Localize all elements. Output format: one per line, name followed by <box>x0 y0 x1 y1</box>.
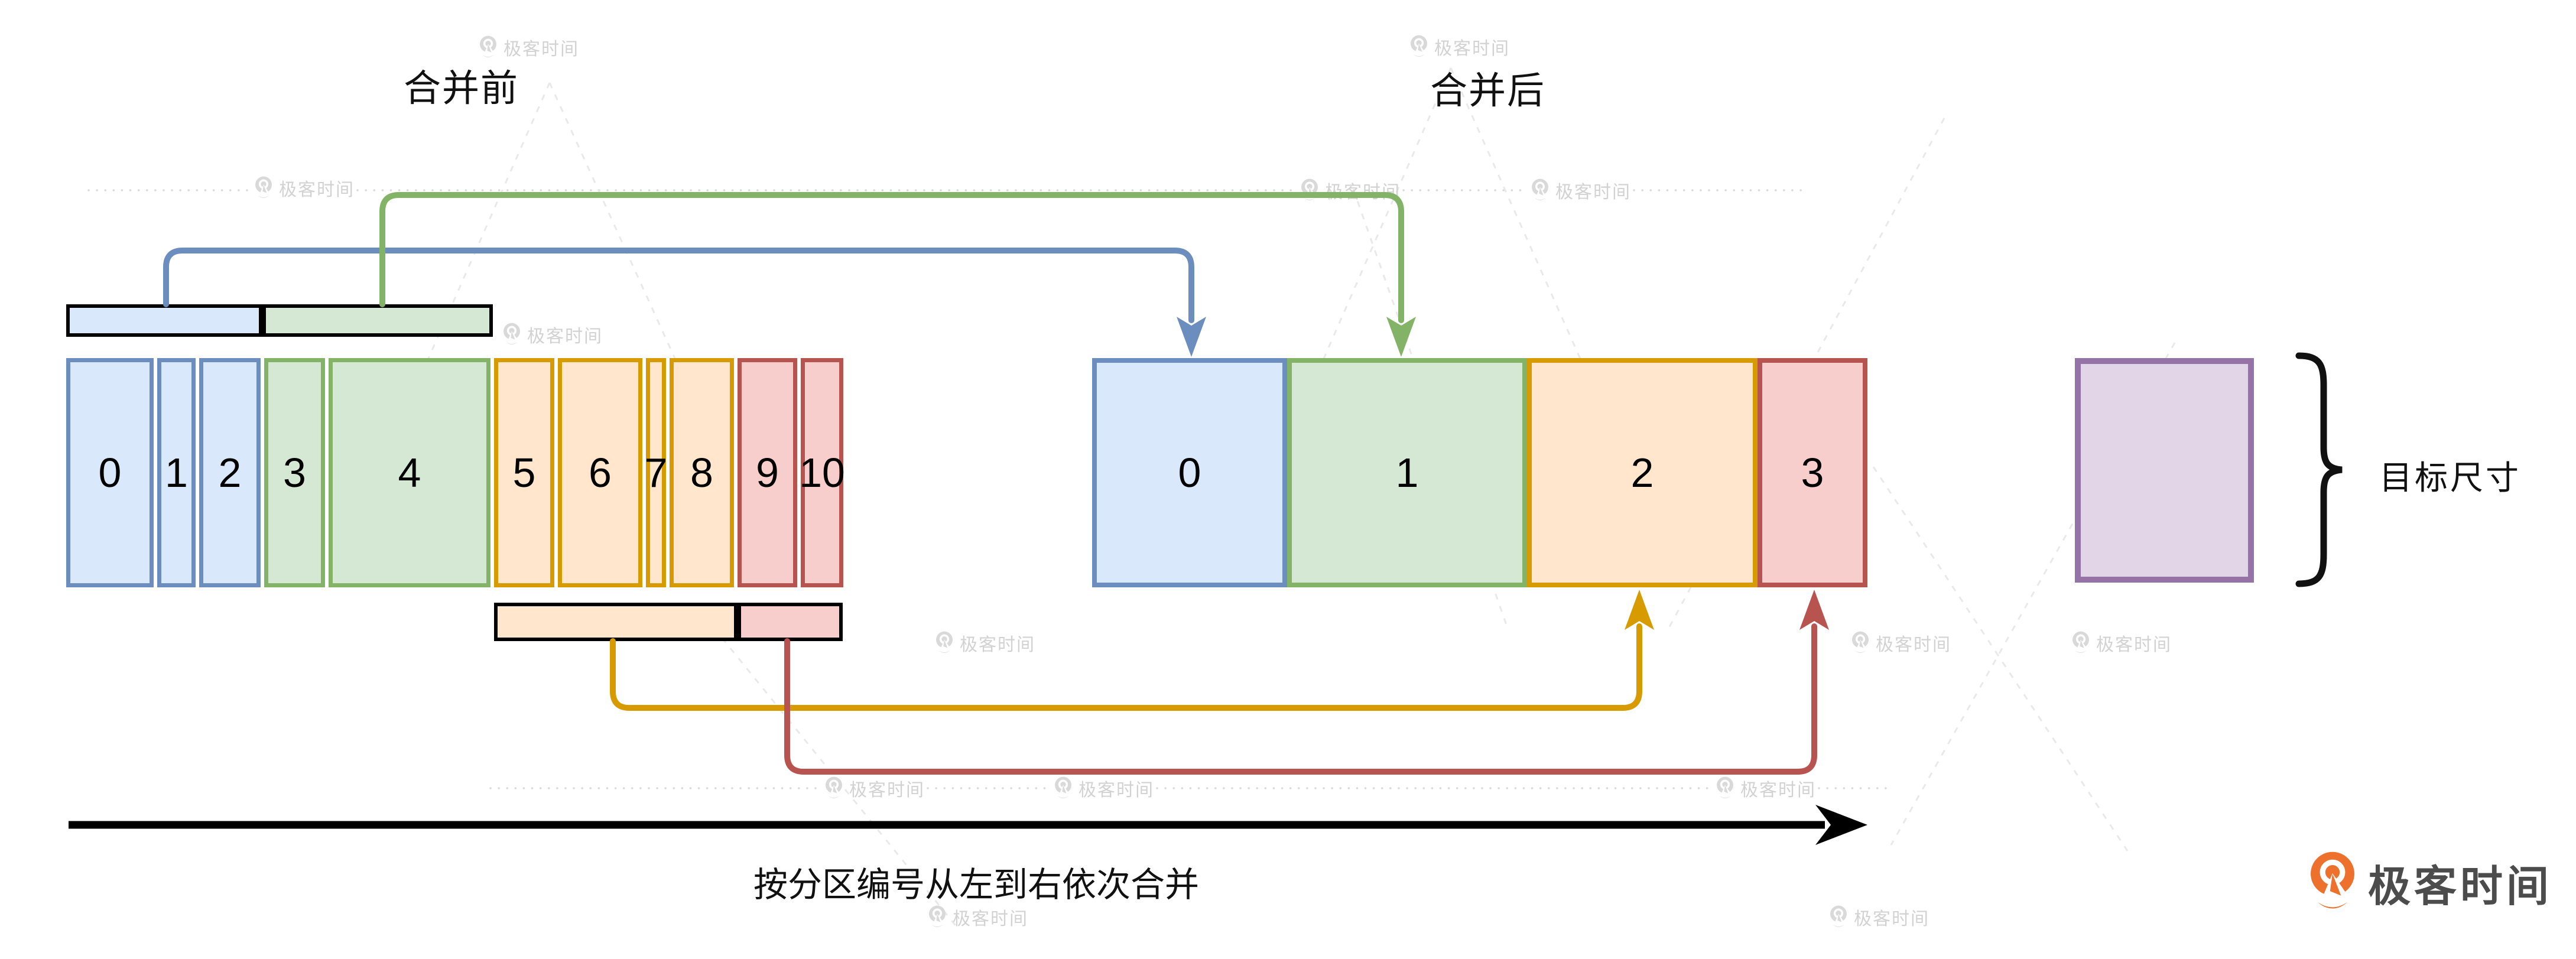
watermark: 极客时间 <box>1716 775 1816 801</box>
watermark: 极客时间 <box>1300 177 1401 203</box>
segment-after-1: 1 <box>1287 358 1527 587</box>
merge-order-arrowhead-icon <box>1815 805 1867 845</box>
watermark: 极客时间 <box>1851 630 1951 656</box>
watermark-pin-icon <box>1829 905 1848 929</box>
merge-source-bar-red <box>738 603 843 641</box>
watermark-pin-icon <box>928 905 947 929</box>
watermark-pin-icon <box>1054 776 1073 800</box>
watermark-pin-icon <box>1716 776 1734 800</box>
watermark: 极客时间 <box>935 630 1035 656</box>
orange-arrowhead-icon <box>1625 590 1654 630</box>
watermark: 极客时间 <box>2071 630 2172 656</box>
watermark: 极客时间 <box>1054 775 1154 801</box>
watermark-label: 极客时间 <box>1854 909 1929 929</box>
segment-before-1: 1 <box>157 358 196 587</box>
watermark-label: 极客时间 <box>1079 781 1154 800</box>
segment-before-2: 2 <box>199 358 261 587</box>
watermark-pin-icon <box>254 176 273 200</box>
watermark-label: 极客时间 <box>1876 635 1951 655</box>
merge-source-bar-green <box>262 304 493 337</box>
watermark-label: 极客时间 <box>2096 635 2172 655</box>
watermark-label: 极客时间 <box>849 781 925 800</box>
merge-source-bar-blue <box>66 304 262 337</box>
watermark-label: 极客时间 <box>1325 183 1401 202</box>
section-title-after: 合并后 <box>1430 70 1545 112</box>
watermark-label: 极客时间 <box>953 909 1028 929</box>
watermark-label: 极客时间 <box>1740 781 1816 800</box>
watermark-label: 极客时间 <box>1434 39 1510 58</box>
geektime-logo: 极客时间 <box>2308 851 2552 914</box>
geektime-logo-text: 极客时间 <box>2368 863 2553 911</box>
segments-row-after: 0 1 2 3 <box>1092 358 1867 587</box>
watermark: 极客时间 <box>1829 904 1929 930</box>
segment-before-8: 8 <box>670 358 734 587</box>
segment-before-9: 9 <box>738 358 797 587</box>
segment-after-2: 2 <box>1527 358 1758 587</box>
watermark: 极客时间 <box>928 904 1028 930</box>
geektime-logo-icon <box>2308 851 2357 914</box>
segment-before-7: 7 <box>645 358 667 587</box>
section-title-before: 合并前 <box>404 68 519 109</box>
watermark-label: 极客时间 <box>279 180 355 200</box>
watermark-pin-icon <box>1851 631 1870 655</box>
target-size-box <box>2075 358 2254 583</box>
watermark-label: 极客时间 <box>503 40 579 59</box>
blue-arrowhead-icon <box>1177 317 1206 357</box>
watermark-pin-icon <box>2071 631 2090 655</box>
watermark-pin-icon <box>935 631 954 655</box>
target-size-label: 目标尺寸 <box>2379 459 2521 496</box>
segment-before-0: 0 <box>66 358 154 587</box>
green-merge-connector <box>379 192 1404 323</box>
watermark: 极客时间 <box>479 34 579 60</box>
watermark-label: 极客时间 <box>527 327 603 346</box>
segment-after-3: 3 <box>1758 358 1867 587</box>
watermark: 极客时间 <box>824 775 925 801</box>
watermark: 极客时间 <box>502 321 603 347</box>
watermark-pin-icon <box>1409 35 1428 58</box>
segment-before-6: 6 <box>558 358 642 587</box>
red-arrowhead-icon <box>1799 590 1829 630</box>
watermark-pin-icon <box>824 776 843 800</box>
target-size-brace <box>2295 352 2343 587</box>
green-arrowhead-icon <box>1386 317 1416 357</box>
segment-after-0: 0 <box>1092 358 1287 587</box>
watermark-pin-icon <box>1531 178 1550 202</box>
segment-before-5: 5 <box>494 358 554 587</box>
merge-order-caption: 按分区编号从左到右依次合并 <box>753 866 1199 904</box>
watermark-pin-icon <box>1300 178 1319 202</box>
watermark: 极客时间 <box>1409 34 1510 60</box>
segment-before-3: 3 <box>264 358 325 587</box>
segments-row-before: 0 1 2 3 4 5 6 7 8 9 10 <box>66 358 845 587</box>
watermark-pin-icon <box>479 35 498 59</box>
watermark-pin-icon <box>502 323 521 346</box>
merge-source-bar-orange <box>494 603 738 641</box>
watermark: 极客时间 <box>1531 177 1631 203</box>
watermark-label: 极客时间 <box>960 635 1035 655</box>
watermark-label: 极客时间 <box>1555 183 1631 202</box>
segment-before-10: 10 <box>799 358 845 587</box>
segment-before-4: 4 <box>329 358 490 587</box>
watermark: 极客时间 <box>254 175 355 201</box>
